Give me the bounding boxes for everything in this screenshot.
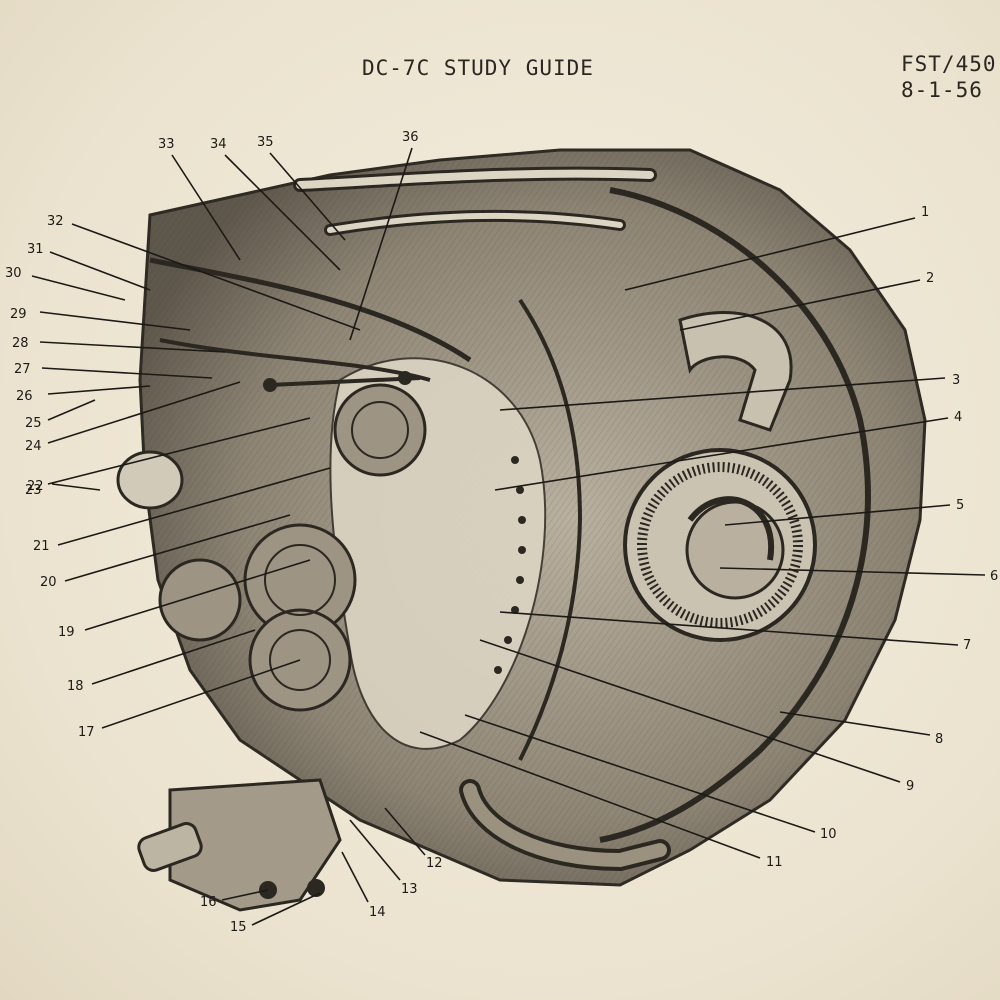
front-section-ring bbox=[599, 187, 871, 843]
callout-number: 30 bbox=[5, 266, 22, 281]
callout-8: 8 bbox=[779, 711, 943, 747]
callout-number: 36 bbox=[402, 130, 419, 145]
callout-set: 1 2 3 4 5 6 7 8 9 10 11 12 13 14 15 16 1… bbox=[5, 130, 998, 935]
callout-21: 21 bbox=[33, 467, 331, 554]
callout-number: 6 bbox=[990, 569, 998, 584]
callout-28: 28 bbox=[12, 336, 226, 353]
callout-number: 16 bbox=[200, 895, 217, 910]
callout-30: 30 bbox=[5, 266, 126, 301]
callout-number: 13 bbox=[401, 882, 418, 897]
callout-number: 29 bbox=[10, 307, 27, 322]
callout-number: 24 bbox=[25, 439, 42, 454]
callout-number: 5 bbox=[956, 498, 964, 513]
callout-number: 8 bbox=[935, 732, 943, 747]
supercharger-impeller bbox=[623, 448, 817, 642]
callout-18: 18 bbox=[67, 629, 256, 694]
intake-duct bbox=[678, 311, 793, 432]
document-date: 8-1-56 bbox=[901, 78, 983, 102]
callout-11: 11 bbox=[419, 731, 783, 870]
callout-number: 31 bbox=[27, 242, 44, 257]
callout-number: 2 bbox=[926, 271, 934, 286]
callout-number: 15 bbox=[230, 920, 247, 935]
callout-number: 20 bbox=[40, 575, 57, 590]
callout-number: 11 bbox=[766, 855, 783, 870]
callout-number: 23 bbox=[25, 483, 42, 498]
callout-14: 14 bbox=[341, 851, 386, 920]
callout-number: 1 bbox=[921, 205, 929, 220]
callout-number: 27 bbox=[14, 362, 31, 377]
callout-number: 21 bbox=[33, 539, 50, 554]
callout-29: 29 bbox=[10, 307, 191, 331]
callout-number: 10 bbox=[820, 827, 837, 842]
callout-33: 33 bbox=[158, 137, 241, 261]
cylinder-heads bbox=[158, 383, 427, 712]
callout-12: 12 bbox=[384, 807, 443, 871]
callout-number: 4 bbox=[954, 410, 962, 425]
callout-13: 13 bbox=[349, 819, 418, 897]
callout-number: 9 bbox=[906, 779, 914, 794]
callout-15: 15 bbox=[230, 892, 321, 935]
callout-1: 1 bbox=[624, 205, 929, 291]
callout-number: 7 bbox=[963, 638, 971, 653]
callout-23: 23 bbox=[25, 417, 311, 498]
callout-9: 9 bbox=[479, 639, 914, 794]
callout-35: 35 bbox=[257, 135, 346, 241]
callout-10: 10 bbox=[464, 714, 837, 842]
callout-20: 20 bbox=[40, 514, 291, 590]
document-title: DC-7C STUDY GUIDE bbox=[362, 56, 594, 80]
callout-number: 22 bbox=[27, 479, 44, 494]
callout-number: 12 bbox=[426, 856, 443, 871]
callout-6: 6 bbox=[719, 567, 998, 584]
callout-number: 25 bbox=[25, 416, 42, 431]
callout-32: 32 bbox=[47, 214, 361, 331]
callout-number: 26 bbox=[16, 389, 33, 404]
callout-number: 35 bbox=[257, 135, 274, 150]
callout-number: 19 bbox=[58, 625, 75, 640]
callout-26: 26 bbox=[16, 385, 151, 404]
callout-31: 31 bbox=[27, 242, 151, 291]
callout-17: 17 bbox=[78, 659, 301, 740]
callout-number: 17 bbox=[78, 725, 95, 740]
callout-4: 4 bbox=[494, 410, 962, 491]
callout-number: 34 bbox=[210, 137, 227, 152]
callout-16: 16 bbox=[200, 889, 269, 910]
callout-2: 2 bbox=[679, 271, 934, 331]
lower-mount-bracket bbox=[137, 778, 342, 912]
callout-27: 27 bbox=[14, 362, 213, 379]
callout-25: 25 bbox=[25, 399, 96, 431]
engine-illustration bbox=[116, 148, 927, 912]
callout-36: 36 bbox=[349, 130, 419, 341]
callout-number: 18 bbox=[67, 679, 84, 694]
callout-34: 34 bbox=[210, 137, 341, 271]
callout-24: 24 bbox=[25, 381, 241, 454]
document-code: FST/450 bbox=[901, 52, 997, 76]
callout-number: 14 bbox=[369, 905, 386, 920]
callout-3: 3 bbox=[499, 373, 960, 411]
callout-number: 3 bbox=[952, 373, 960, 388]
left-accessory bbox=[116, 450, 184, 510]
callout-22: 22 bbox=[27, 479, 101, 494]
callout-19: 19 bbox=[58, 559, 311, 640]
bolt-row bbox=[494, 456, 526, 674]
callout-number: 28 bbox=[12, 336, 29, 351]
callout-5: 5 bbox=[724, 498, 964, 526]
callout-number: 33 bbox=[158, 137, 175, 152]
callout-number: 32 bbox=[47, 214, 64, 229]
callout-7: 7 bbox=[499, 611, 971, 653]
